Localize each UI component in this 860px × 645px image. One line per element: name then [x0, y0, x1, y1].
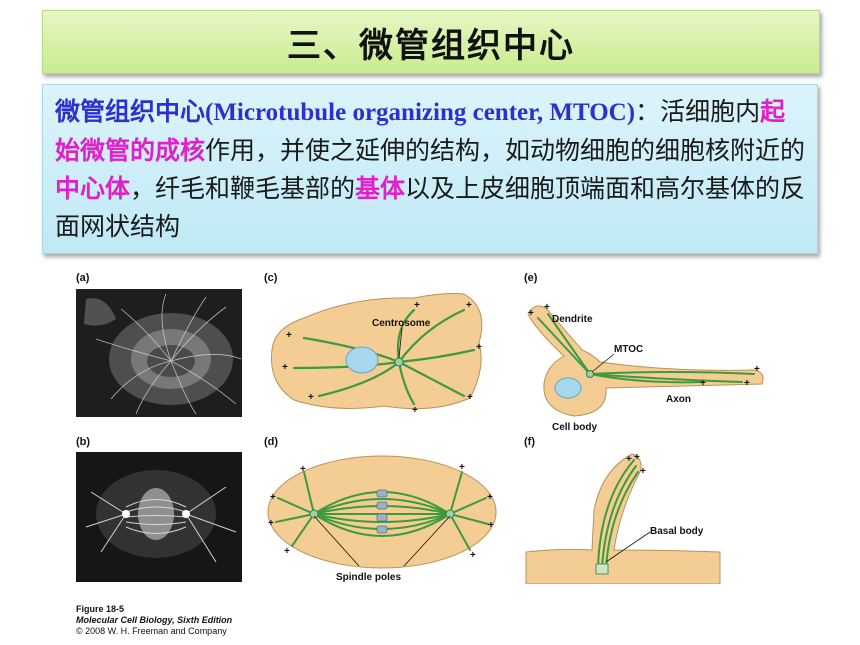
svg-text:+: +: [640, 466, 646, 477]
svg-text:+: +: [467, 392, 473, 403]
highlight-basal-body: 基体: [355, 174, 406, 203]
svg-text:+: +: [700, 378, 706, 389]
spindle-pole-pointer-right: [403, 515, 451, 567]
term-mtoc: 微管组织中心: [55, 97, 206, 126]
svg-text:+: +: [470, 550, 476, 561]
label-mtoc: MTOC: [614, 344, 643, 355]
diagram-c-interphase-cell: Centrosome + + + + + + + +: [270, 293, 483, 416]
svg-text:+: +: [626, 454, 632, 465]
caption-copyright: © 2008 W. H. Freeman and Company: [76, 626, 227, 636]
label-basal-body: Basal body: [650, 526, 704, 537]
definition-box: 微管组织中心(Microtubule organizing center, MT…: [42, 84, 818, 254]
svg-text:+: +: [487, 492, 493, 503]
def-seg3: ，纤毛和鞭毛基部的: [130, 174, 356, 203]
label-centrosome: Centrosome: [372, 318, 431, 329]
svg-text:+: +: [476, 342, 482, 353]
title-banner: 三、微管组织中心: [42, 10, 820, 74]
panel-label-d: (d): [264, 436, 279, 448]
svg-text:+: +: [528, 308, 534, 319]
term-english: (Microtubule organizing center, MTOC): [205, 99, 636, 126]
def-seg1: ：活细胞内: [635, 97, 761, 126]
svg-text:+: +: [284, 546, 290, 557]
svg-text:+: +: [744, 378, 750, 389]
diagram-d-mitotic-spindle: Spindle poles + + + + + + + +: [267, 455, 497, 583]
svg-text:+: +: [634, 452, 640, 463]
figure-caption: Figure 18-5 Molecular Cell Biology, Sixt…: [76, 604, 232, 637]
svg-text:+: +: [308, 392, 314, 403]
svg-text:+: +: [414, 300, 420, 311]
label-dendrite: Dendrite: [552, 314, 593, 325]
diagram-e-neuron: MTOC Dendrite Axon Cell body + + + + +: [527, 302, 764, 433]
definition-text: 微管组织中心(Microtubule organizing center, MT…: [55, 93, 807, 246]
svg-text:+: +: [282, 362, 288, 373]
svg-text:+: +: [459, 462, 465, 473]
label-cell-body: Cell body: [552, 422, 597, 433]
label-axon: Axon: [666, 394, 691, 405]
panel-label-b: (b): [76, 436, 91, 448]
panel-label-c: (c): [264, 272, 278, 284]
micrograph-a-image: [76, 289, 242, 417]
svg-text:+: +: [268, 518, 274, 529]
micrograph-b: [76, 452, 242, 582]
highlight-nucleation: 起始微管的成核: [55, 97, 786, 165]
svg-text:+: +: [300, 464, 306, 475]
panel-label-f: (f): [524, 436, 535, 448]
svg-text:+: +: [270, 492, 276, 503]
slide-title: 三、微管组织中心: [287, 25, 575, 66]
svg-text:+: +: [412, 405, 418, 416]
highlight-centrosome: 中心体: [55, 174, 131, 203]
panel-label-e: (e): [524, 272, 538, 284]
svg-text:+: +: [544, 302, 550, 313]
def-seg4: 以及上皮细胞顶端面和高尔基体的反面网状结构: [55, 174, 806, 241]
micrograph-b-image: [76, 452, 242, 582]
centrosome-pointer: [398, 327, 403, 359]
def-seg2: 作用，并使之延伸的结构，如动物细胞的细胞核附近的: [205, 136, 806, 165]
svg-text:+: +: [466, 300, 472, 311]
spindle-pole-pointer-left: [313, 515, 360, 567]
caption-book-title: Molecular Cell Biology, Sixth Edition: [76, 615, 233, 625]
panel-label-a: (a): [76, 272, 90, 284]
mtoc-pointer: [591, 353, 615, 373]
svg-text:+: +: [488, 520, 494, 531]
svg-text:+: +: [754, 364, 760, 375]
basal-body-pointer: [605, 531, 651, 563]
label-spindle-poles: Spindle poles: [336, 572, 401, 583]
caption-figure-number: Figure 18-5: [76, 604, 125, 614]
svg-text:+: +: [286, 330, 292, 341]
micrograph-a: [76, 289, 242, 417]
diagram-f-cilium: Basal body +++: [525, 452, 721, 584]
